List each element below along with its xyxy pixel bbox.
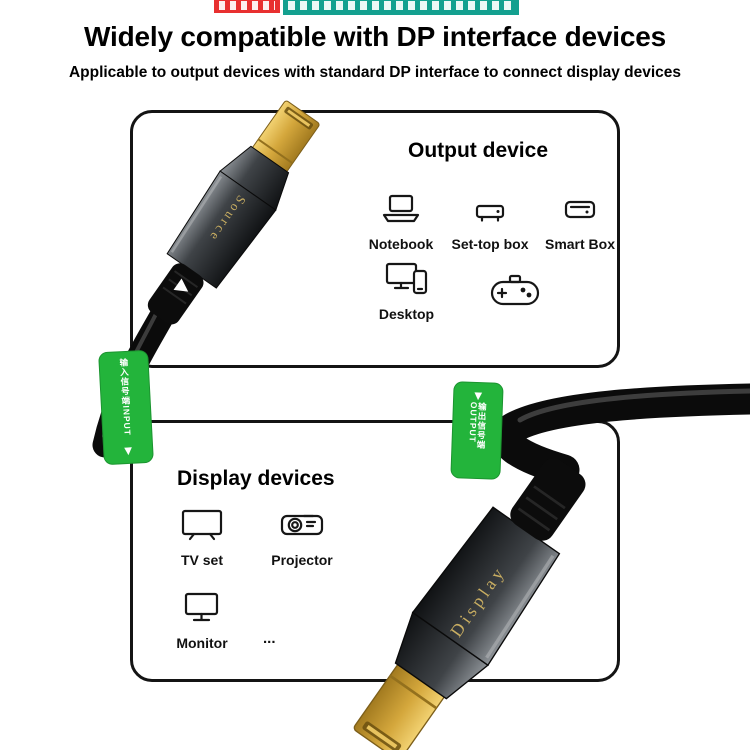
device-label: Projector (271, 552, 333, 568)
display-devices-row1: TV set Projector (165, 503, 345, 568)
output-devices-box: Output device Notebook (130, 110, 620, 368)
output-devices-row2: Desktop (359, 257, 558, 322)
device-smart-box: Smart Box (539, 187, 621, 252)
display-devices-box: Display devices TV set (130, 420, 620, 682)
projector-icon (279, 503, 325, 547)
device-label: TV set (180, 552, 223, 568)
more-devices-ellipsis: ... (263, 630, 276, 647)
output-box-title: Output device (407, 139, 549, 162)
device-desktop: Desktop (359, 257, 454, 322)
smartbox-icon (558, 187, 602, 231)
cropped-banner-left (214, 0, 280, 13)
output-devices-row1: Notebook Set-top box (361, 187, 621, 252)
device-projector: Projector (259, 503, 345, 568)
device-label: Set-top box (451, 236, 529, 252)
gamepad-icon (489, 269, 541, 313)
page-subtitle: Applicable to output devices with standa… (68, 64, 682, 81)
input-cable-tag: 输入信号端INPUT ▼ (98, 349, 154, 466)
cropped-text-marks (219, 1, 275, 10)
settop-box-icon (468, 187, 512, 231)
tv-icon (179, 503, 225, 547)
desktop-icon (384, 257, 430, 301)
cropped-banner-right (283, 0, 519, 15)
display-box-title: Display devices (177, 467, 335, 490)
device-tv: TV set (165, 503, 239, 568)
device-label: Smart Box (544, 236, 616, 252)
output-cable-tag: ▼ 输出信号端OUTPUT (450, 381, 504, 480)
device-monitor: Monitor (165, 586, 239, 651)
down-triangle-icon: ▼ (471, 387, 485, 404)
device-notebook: Notebook (361, 187, 441, 252)
down-triangle-icon: ▼ (121, 442, 136, 459)
device-gamepad (472, 269, 558, 322)
cropped-text-marks (288, 1, 514, 10)
page-title: Widely compatible with DP interface devi… (84, 21, 666, 52)
monitor-icon (180, 586, 224, 630)
device-label: Notebook (368, 236, 434, 252)
display-devices-row2: Monitor ... (165, 586, 276, 651)
device-label: Monitor (176, 635, 228, 651)
device-settop-box: Set-top box (446, 187, 534, 252)
notebook-icon (379, 187, 423, 231)
output-tag-text: 输出信号端OUTPUT (467, 401, 488, 450)
device-label: Desktop (378, 306, 435, 322)
input-tag-text: 输入信号端INPUT (118, 357, 133, 437)
